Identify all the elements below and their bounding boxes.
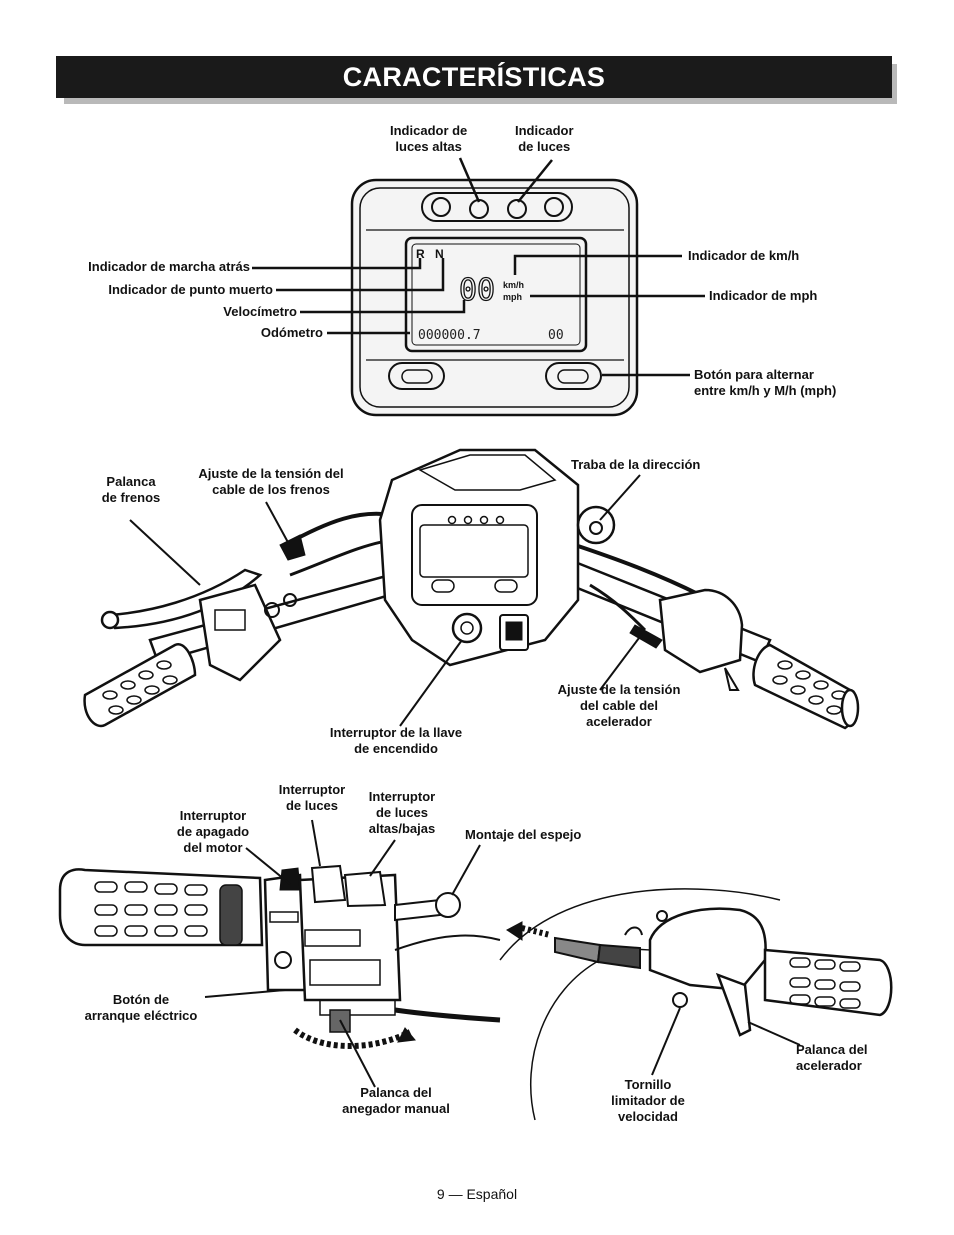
cluster-display-text: R N 00 km/h mph 000000.7 00 (416, 247, 564, 343)
title-bar: CARACTERÍSTICAS (56, 56, 892, 98)
label-toggle-button: Botón para alternar entre km/h y M/h (mp… (694, 367, 837, 398)
throttle-callouts (651, 1007, 801, 1076)
unit-kmh: km/h (503, 280, 524, 290)
label-throttle-lever: Palanca del acelerador (796, 1042, 868, 1073)
label-odometer: Odómetro (260, 325, 323, 340)
label-lights-indicator: Indicador de luces (515, 123, 574, 154)
handlebar-callouts (129, 474, 643, 727)
label-choke: Palanca del anegador manual (342, 1085, 450, 1116)
handlebar-illustration (83, 448, 860, 730)
trip-digits: 00 (548, 328, 564, 343)
label-ignition: Interruptor de la llave de encendido (329, 725, 463, 756)
gear-n: N (435, 247, 444, 261)
label-light-switch: Interruptor de luces (278, 782, 346, 813)
speed-digits: 00 (459, 273, 495, 308)
label-limiter-screw: Tornillo limitador de velocidad (611, 1077, 685, 1124)
label-kmh: Indicador de km/h (688, 248, 800, 263)
page-footer: 9 — Español (436, 1186, 518, 1202)
label-speedometer: Velocímetro (223, 304, 297, 319)
cluster-callouts (252, 157, 705, 377)
left-switch-detail (58, 864, 501, 1049)
unit-mph: mph (503, 292, 522, 302)
page-title: CARACTERÍSTICAS (342, 61, 606, 92)
label-kill-switch: Interruptor de apagado del motor (176, 808, 250, 855)
label-starter: Botón de arranque eléctrico (84, 992, 198, 1023)
label-neutral: Indicador de punto muerto (108, 282, 273, 297)
label-brake-lever: Palanca de frenos (101, 474, 161, 505)
gear-r: R (416, 247, 425, 261)
left-detail-callouts (204, 819, 481, 1088)
label-steering-lock: Traba de la dirección (571, 457, 701, 472)
instrument-cluster (350, 178, 639, 417)
label-hi-lo-switch: Interruptor de luces altas/bajas (368, 789, 436, 836)
label-mph: Indicador de mph (709, 288, 818, 303)
odometer-digits: 000000.7 (418, 328, 481, 343)
throttle-detail (499, 888, 893, 1121)
label-mirror-mount: Montaje del espejo (465, 827, 582, 842)
label-high-beam: Indicador de luces altas (390, 123, 468, 154)
label-brake-cable: Ajuste de la tensión del cable de los fr… (198, 466, 344, 497)
label-reverse: Indicador de marcha atrás (88, 259, 250, 274)
label-throttle-cable: Ajuste de la tensión del cable del acele… (557, 682, 681, 729)
